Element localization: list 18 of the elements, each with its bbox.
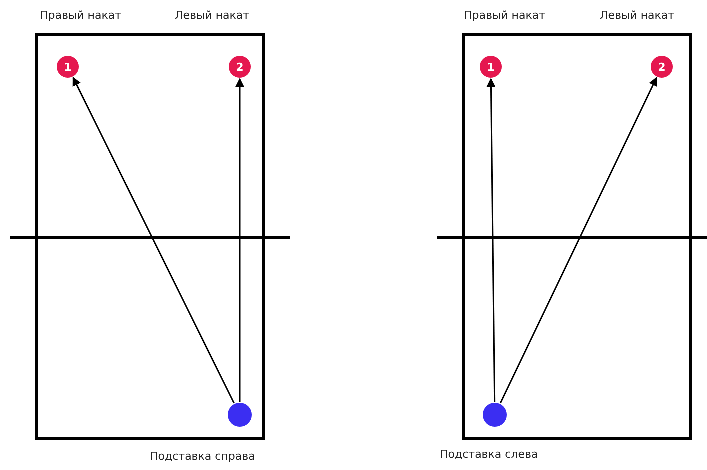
arrow bbox=[72, 76, 235, 404]
table-half-box bbox=[462, 33, 692, 440]
stroke-label: Правый накат bbox=[40, 9, 122, 22]
arrow bbox=[486, 78, 496, 402]
arrow bbox=[236, 78, 244, 402]
stroke-label: Правый накат bbox=[464, 9, 546, 22]
target-circle: 1 bbox=[57, 56, 79, 78]
start-point-marker bbox=[483, 403, 507, 427]
target-circle: 2 bbox=[229, 56, 251, 78]
stroke-label: Левый накат bbox=[175, 9, 250, 22]
target-circle: 2 bbox=[651, 56, 673, 78]
stroke-label: Левый накат bbox=[600, 9, 675, 22]
arrow bbox=[500, 77, 658, 404]
stand-label: Подставка слева bbox=[440, 448, 538, 461]
start-point-marker bbox=[228, 403, 252, 427]
table-half-box bbox=[35, 33, 265, 440]
target-circle: 1 bbox=[480, 56, 502, 78]
stand-label: Подставка справа bbox=[150, 450, 256, 463]
